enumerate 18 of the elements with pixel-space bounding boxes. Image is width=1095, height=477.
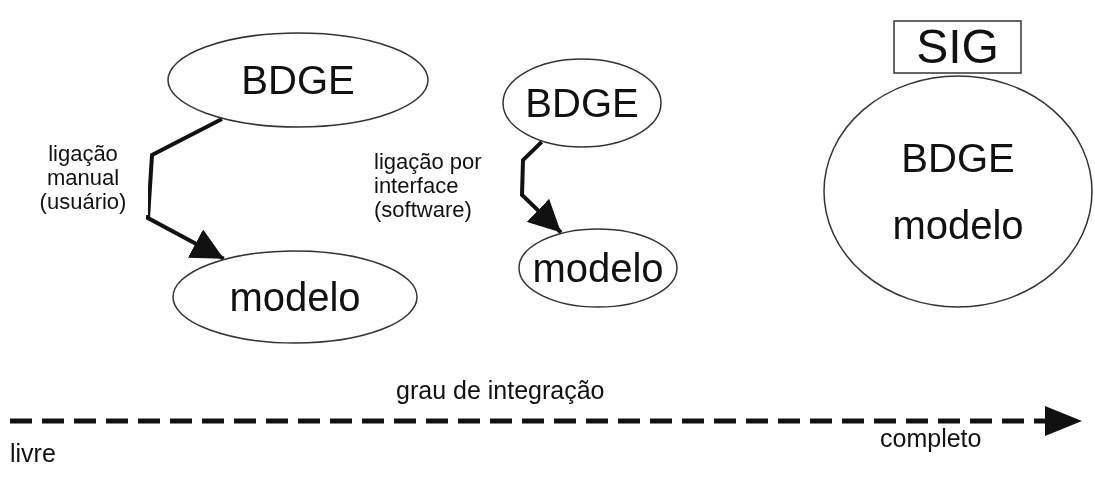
- circle-node: [823, 75, 1093, 308]
- node-label: modelo: [229, 277, 361, 317]
- axis-label: completo: [880, 425, 982, 453]
- label-box: [893, 20, 1022, 74]
- node-label: modelo: [892, 205, 1024, 246]
- node-label: BDGE: [241, 60, 355, 100]
- arrow: [145, 117, 225, 261]
- node-label: modelo: [532, 248, 664, 288]
- node-label: BDGE: [901, 137, 1015, 178]
- node-label: BDGE: [525, 83, 639, 123]
- ellipse-node: [518, 228, 678, 308]
- arrow: [519, 140, 563, 234]
- axis-label: livre: [10, 440, 56, 468]
- ellipse-node: [167, 32, 429, 128]
- node-label: SIG: [916, 23, 999, 71]
- ellipse-node: [172, 250, 418, 344]
- axis-label: grau de integração: [396, 377, 605, 405]
- ellipse-node: [502, 58, 662, 148]
